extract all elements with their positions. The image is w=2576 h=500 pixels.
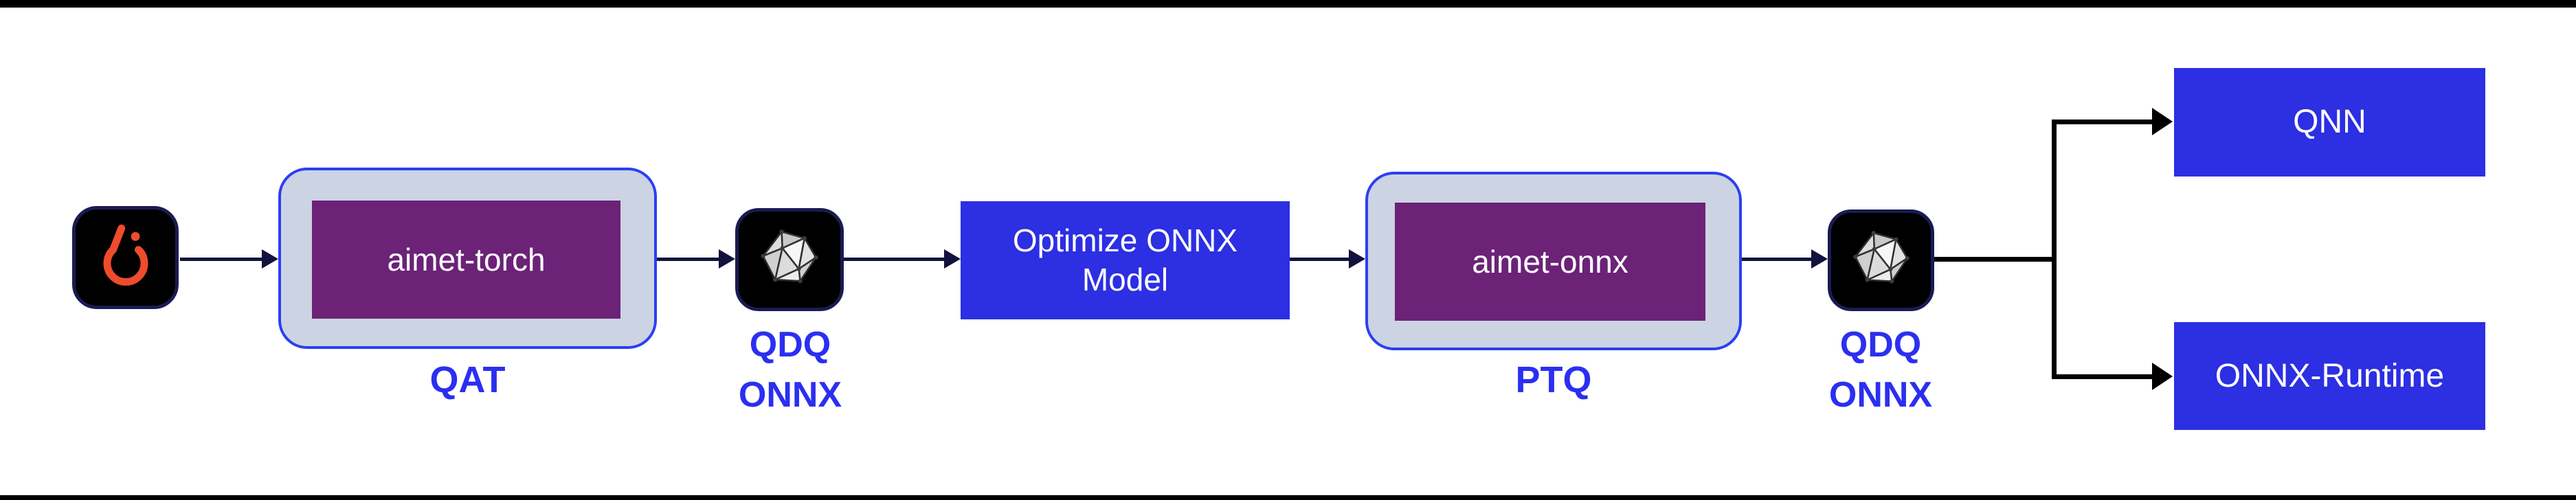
optimize-label-line2: Model	[1082, 262, 1169, 297]
qdq-caption-line2: ONNX	[738, 375, 842, 415]
arrow-pytorch-to-qat	[180, 258, 263, 261]
optimize-label-line1: Optimize ONNX	[1012, 223, 1238, 258]
branch-line-out	[1934, 257, 2056, 262]
onnx-node-2	[1828, 209, 1934, 311]
top-border-bar	[0, 0, 2576, 8]
arrow-qdq1-to-optimize	[844, 258, 945, 261]
aimet-onnx-label: aimet-onnx	[1472, 244, 1628, 280]
bottom-border-bar	[0, 495, 2576, 500]
arrowhead-ptq-to-qdq2	[1811, 249, 1828, 269]
qdq-caption-line2: ONNX	[1828, 375, 1933, 415]
branch-line-to-qnn	[2052, 120, 2153, 124]
onnx-node-1	[735, 208, 844, 311]
qdq-caption-line1: QDQ	[749, 325, 831, 365]
onnx-runtime-label: ONNX-Runtime	[2215, 357, 2445, 394]
ptq-caption: PTQ	[1515, 359, 1592, 400]
qdq-caption-line1: QDQ	[1839, 325, 1922, 365]
branch-line-vertical	[2052, 120, 2057, 379]
aimet-torch-label: aimet-torch	[387, 242, 546, 277]
aimet-onnx-box: aimet-onnx	[1395, 203, 1705, 321]
onnx-polyhedron-icon	[1852, 231, 1909, 284]
aimet-torch-box: aimet-torch	[312, 201, 620, 319]
arrow-qat-to-qdq1	[657, 258, 720, 261]
arrow-optimize-to-ptq	[1290, 258, 1350, 261]
arrow-ptq-to-qdq2	[1742, 258, 1813, 261]
qdq-onnx-caption-1: QDQ ONNX	[715, 320, 866, 420]
qnn-label: QNN	[2293, 104, 2366, 140]
arrowhead-pytorch-to-qat	[262, 249, 278, 269]
pytorch-node	[72, 206, 179, 309]
arrowhead-qat-to-qdq1	[719, 249, 735, 269]
qdq-onnx-caption-2: QDQ ONNX	[1805, 320, 1956, 420]
branch-line-to-onnx-runtime	[2052, 374, 2153, 379]
optimize-onnx-model-box: Optimize ONNX Model	[961, 201, 1290, 319]
onnx-polyhedron-icon	[761, 229, 818, 284]
arrowhead-optimize-to-ptq	[1349, 249, 1365, 269]
pytorch-flame-icon	[103, 224, 148, 286]
onnx-runtime-box: ONNX-Runtime	[2174, 322, 2485, 430]
arrowhead-to-qnn	[2152, 108, 2173, 135]
qat-caption: QAT	[429, 359, 506, 400]
qnn-box: QNN	[2174, 68, 2485, 177]
arrowhead-qdq1-to-optimize	[944, 249, 961, 269]
arrowhead-to-onnx-runtime	[2152, 363, 2173, 390]
